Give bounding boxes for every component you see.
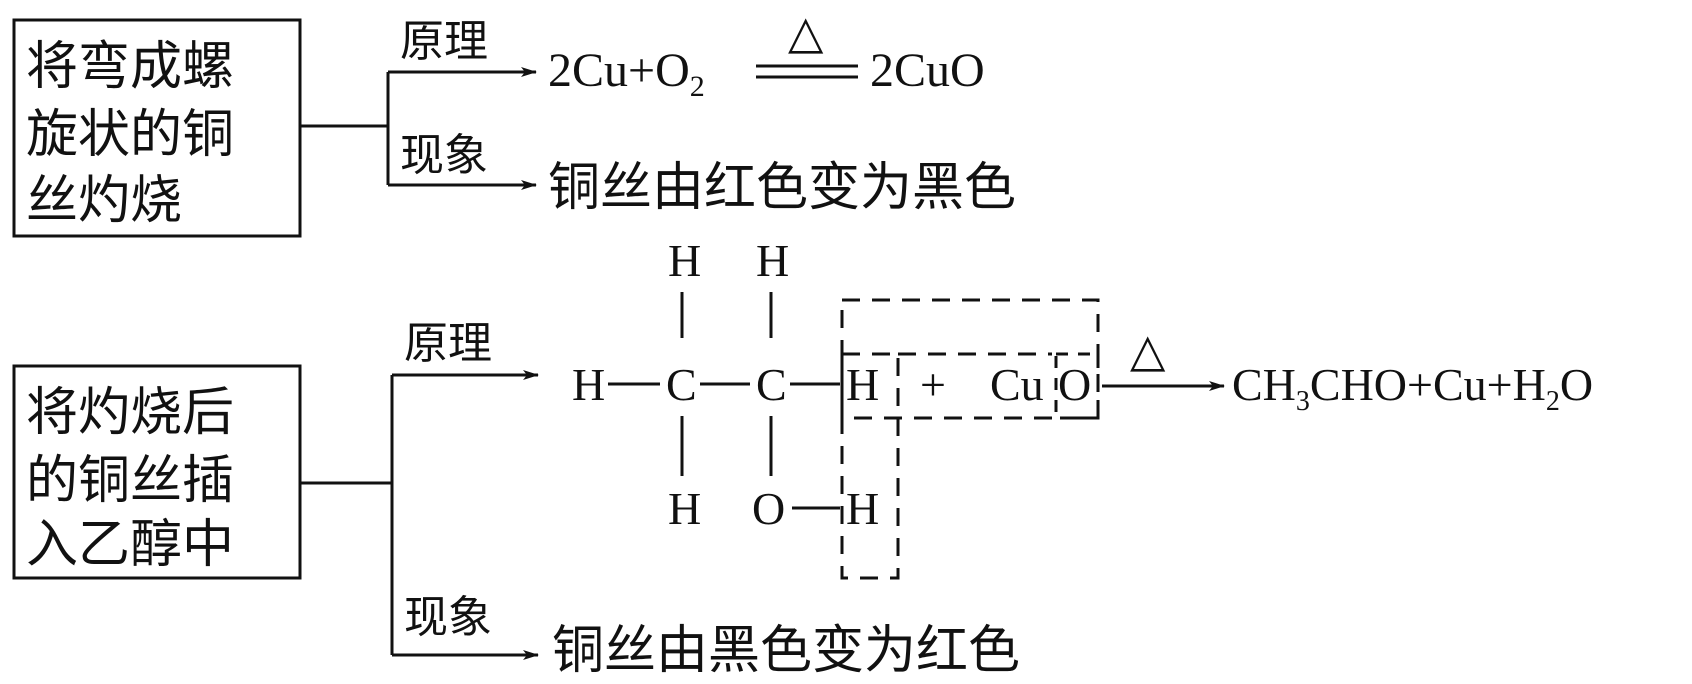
step1-box-line-2: 旋状的铜 — [26, 105, 234, 165]
step2-condition-delta: △ — [1130, 325, 1166, 376]
step1-box — [12, 18, 302, 238]
dashed-box-h-pair — [840, 352, 900, 580]
step1-equation-right: 2CuO — [870, 44, 985, 97]
step1-phenomenon-label: 现象 — [400, 130, 488, 181]
reagent-o: O — [1058, 359, 1091, 410]
plus-sign: + — [920, 359, 946, 410]
atom-right-h: H — [846, 359, 879, 410]
step1-box-line-3: 丝灼烧 — [26, 171, 182, 231]
atom-c1: C — [666, 359, 697, 410]
step2-principle-label: 原理 — [404, 318, 492, 369]
step2-box-line-3: 入乙醇中 — [26, 515, 234, 575]
atom-top-h1: H — [668, 235, 701, 286]
step2-phenomenon-text: 铜丝由黑色变为红色 — [552, 621, 1020, 681]
atom-o: O — [752, 483, 785, 534]
step1-phenomenon-text: 铜丝由红色变为黑色 — [548, 158, 1016, 218]
step1-equation-left: 2Cu+O2 — [548, 44, 705, 103]
step2-box-line-2: 的铜丝插 — [26, 451, 234, 511]
step2-products: CH3CHO+Cu+H2O — [1232, 359, 1593, 417]
step1-condition-delta: △ — [788, 7, 824, 58]
dashed-box-o — [1054, 352, 1100, 420]
atom-oh-h: H — [846, 483, 879, 534]
step2-phenomenon-label: 现象 — [404, 592, 492, 643]
step1-principle-label: 原理 — [400, 16, 488, 67]
atom-top-h2: H — [756, 235, 789, 286]
atom-left-h: H — [572, 359, 605, 410]
step2-box — [12, 364, 302, 580]
step1-box-line-1: 将弯成螺 — [26, 37, 234, 97]
atom-c2: C — [756, 359, 787, 410]
reagent-cu: Cu — [990, 359, 1044, 410]
step1-group: 将弯成螺 旋状的铜 丝灼烧 原理 现象 2Cu+O2 △ 2CuO 铜丝由红色变… — [12, 7, 1016, 238]
ethanol-structure: H H H C C H H O H — [572, 235, 879, 534]
step2-group: 将灼烧后 的铜丝插 入乙醇中 原理 现象 H H H C C H H O H — [12, 235, 1593, 681]
atom-bottom-h: H — [668, 483, 701, 534]
step2-box-line-1: 将灼烧后 — [26, 383, 234, 443]
